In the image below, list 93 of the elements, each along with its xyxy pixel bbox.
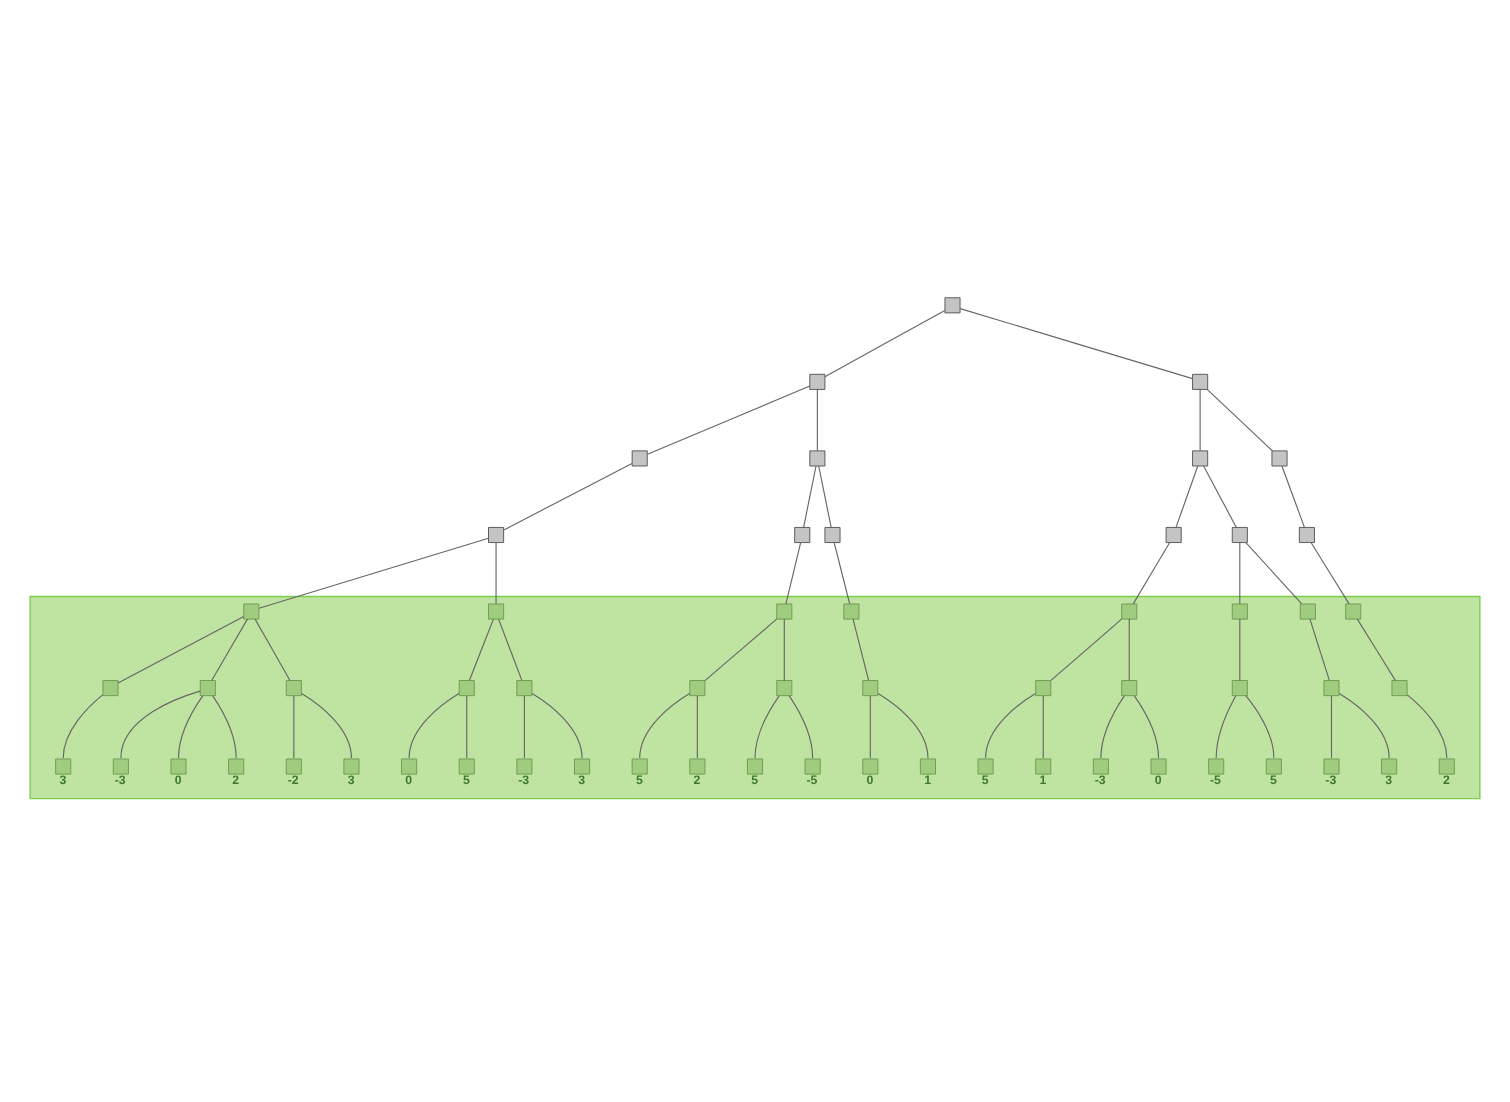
node-box [102, 679, 119, 696]
connector [646, 384, 811, 454]
connector [818, 464, 832, 527]
node-box [1121, 679, 1138, 696]
node-box [1271, 449, 1288, 466]
connector [1042, 694, 1044, 758]
node-box [199, 679, 216, 696]
connector [211, 617, 248, 680]
node-box [776, 679, 793, 696]
node-box [824, 525, 841, 543]
node-box [1299, 602, 1316, 619]
node-box [488, 525, 505, 543]
node-box [243, 602, 260, 619]
connector [869, 694, 871, 758]
node-box [1391, 679, 1408, 696]
connector [254, 617, 291, 680]
connector [1309, 617, 1330, 680]
node-box [1231, 602, 1248, 619]
connector [1050, 617, 1123, 680]
node-box [1165, 525, 1182, 543]
node-box [516, 679, 533, 696]
connector [117, 614, 245, 683]
node-box [1231, 525, 1248, 543]
connector [1175, 464, 1199, 527]
connector [985, 691, 1037, 758]
connector [1330, 694, 1333, 758]
connector [1100, 694, 1125, 758]
connector [258, 536, 490, 608]
connector [503, 461, 633, 530]
connector [1281, 464, 1305, 527]
connector [498, 617, 523, 680]
node-box [776, 602, 793, 619]
connector [877, 691, 929, 758]
node-box [285, 679, 302, 696]
node-box [1231, 679, 1248, 696]
connector [704, 617, 778, 681]
node-box [809, 449, 826, 466]
connector [293, 694, 295, 758]
connector [1245, 541, 1303, 604]
connector [852, 617, 870, 680]
node-box [458, 679, 475, 696]
node-box [1323, 679, 1340, 696]
node-box [631, 449, 648, 466]
connector [466, 694, 468, 758]
connector [639, 691, 691, 758]
connector [408, 691, 460, 758]
node-box [944, 296, 961, 313]
connector [301, 691, 353, 758]
connector [1245, 694, 1275, 758]
node-box [809, 372, 826, 389]
connector [1356, 617, 1396, 680]
connector [468, 617, 495, 680]
connector [523, 694, 525, 758]
connector [785, 541, 802, 604]
connector [1215, 694, 1237, 758]
connector [783, 617, 785, 680]
node-box [488, 602, 505, 619]
connector [1406, 693, 1448, 758]
connector [1132, 541, 1171, 604]
connector [754, 694, 780, 758]
connector [1133, 694, 1160, 758]
node-box [1298, 525, 1315, 543]
connector [531, 691, 583, 758]
connector [212, 694, 237, 758]
connector [816, 387, 818, 451]
node-box [862, 679, 879, 696]
node-box [843, 602, 860, 619]
connector [1310, 541, 1350, 604]
node-box [1121, 602, 1138, 619]
connector [1239, 541, 1241, 604]
connector [788, 694, 814, 758]
connector [177, 694, 204, 758]
node-box [689, 679, 706, 696]
connector [1199, 387, 1201, 451]
connector [1206, 387, 1273, 451]
connector [62, 693, 104, 758]
connector [1338, 691, 1390, 758]
connector [120, 689, 201, 758]
cluster [29, 594, 1481, 799]
connector [824, 308, 946, 377]
node-box [794, 525, 811, 543]
node-box [1345, 602, 1362, 619]
connector [1203, 464, 1237, 527]
node-box [1192, 449, 1209, 466]
connector [696, 694, 698, 758]
connector [1128, 617, 1130, 680]
connector [495, 541, 497, 604]
connector [833, 541, 851, 604]
connector [959, 307, 1194, 379]
connector [1239, 617, 1241, 680]
node-box [1035, 679, 1052, 696]
connector [803, 464, 817, 527]
node-box [1192, 372, 1209, 389]
